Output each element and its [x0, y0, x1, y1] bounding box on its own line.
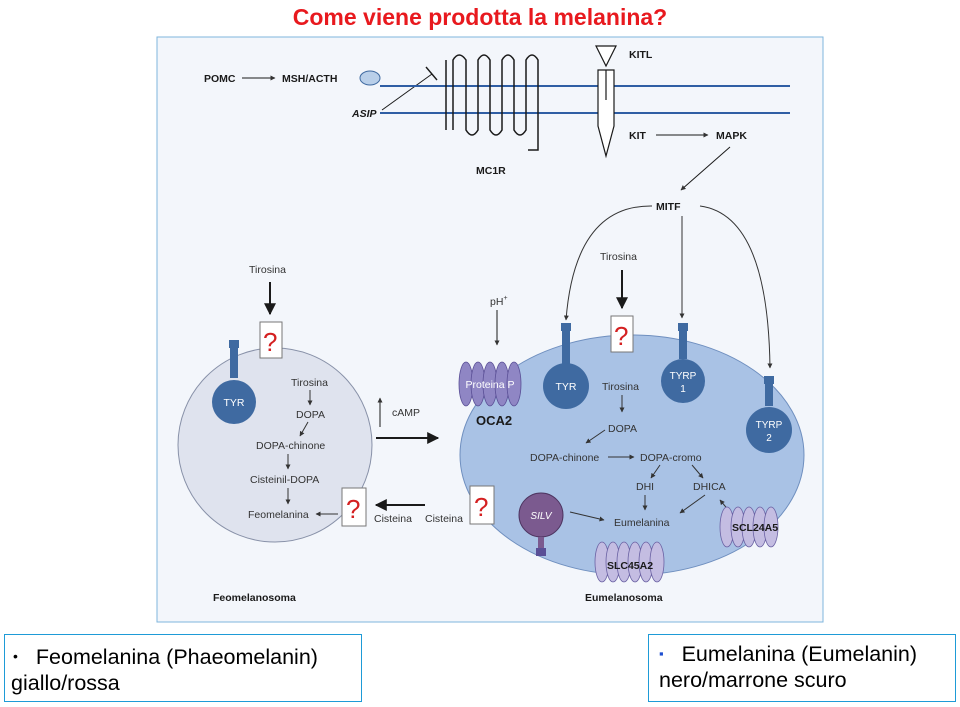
- eu-step-dopa: DOPA: [608, 423, 637, 435]
- scl24a5-transporter: [719, 506, 779, 548]
- tyrp1-anchor: [678, 323, 688, 331]
- oca2-label: OCA2: [476, 413, 512, 428]
- tyrp2-enzyme: [746, 407, 792, 453]
- eu-cysteine-label: Cisteina: [425, 513, 463, 525]
- pheo-step-1: Tirosina: [291, 377, 328, 389]
- eu-arrow-dhica-eumelanina: [679, 494, 706, 514]
- protein-p-label: Proteina P: [465, 379, 514, 391]
- pheo-tyr-stalk: [230, 348, 238, 378]
- pheo-tyr-label: TYR: [224, 397, 245, 409]
- eu-step-dopa-cromo: DOPA-cromo: [640, 452, 702, 464]
- eu-step-dhica: DHICA: [693, 481, 726, 493]
- msh-acth-label: MSH/ACTH: [282, 73, 337, 85]
- eu-cysteine-question-box: [469, 485, 495, 525]
- kitl-label: KITL: [629, 49, 653, 61]
- pheo-step-5: Feomelanina: [248, 509, 309, 521]
- pheo-tyr-enzyme: [212, 380, 256, 424]
- mc1r-label: MC1R: [476, 165, 506, 177]
- pheo-question-box: [259, 321, 283, 359]
- pheo-tyrosine-input: Tirosina: [249, 264, 286, 276]
- eu-question-mark: ?: [614, 321, 628, 351]
- silv-label: SILV: [530, 511, 552, 522]
- eu-arrow-dopa-chinone: [585, 429, 606, 444]
- asip-label: ASIP: [351, 108, 378, 120]
- pheomelanin-name: Feomelanina (Phaeomelanin): [35, 645, 318, 669]
- mc1r-receptor: [445, 54, 539, 151]
- pheo-question-mark: ?: [263, 327, 277, 357]
- asip-inhibit-bar: [425, 66, 438, 81]
- eumelanin-heading: ▪ Eumelanina (Eumelanin): [649, 635, 955, 667]
- pheo-step-4: Cisteinil-DOPA: [250, 474, 319, 486]
- pheo-step-2: DOPA: [296, 409, 325, 421]
- mapk-label: MAPK: [716, 130, 747, 142]
- eu-tyr-label: TYR: [556, 381, 577, 393]
- mitf-to-tyr-arc: [563, 205, 653, 321]
- silv-to-eumelanina: [569, 511, 605, 522]
- protein-p-oca2: [458, 361, 522, 407]
- tyrp2-stalk: [765, 384, 773, 406]
- tyrp1-stalk: [679, 331, 687, 359]
- pheo-cysteine-question-box: [341, 487, 367, 527]
- pheomelanin-color: giallo/rossa: [11, 671, 120, 695]
- tyrp2-anchor: [764, 376, 774, 384]
- eumelanin-color: nero/marrone scuro: [659, 668, 847, 692]
- pomc-label: POMC: [204, 73, 236, 85]
- eu-tyr-enzyme: [543, 363, 589, 409]
- eu-step-eumelanina: Eumelanina: [614, 517, 670, 529]
- kit-receptor: [597, 69, 615, 159]
- mapk-mitf-arrow: [680, 146, 731, 191]
- silv-anchor: [536, 548, 546, 556]
- pheo-cysteine-label: Cisteina: [374, 513, 412, 525]
- eu-tyrosine-input: Tirosina: [600, 251, 637, 263]
- bullet-icon: •: [13, 648, 18, 664]
- eu-step-dhi: DHI: [636, 481, 654, 493]
- pheomelanin-info-box: • Feomelanina (Phaeomelanin) giallo/ross…: [4, 634, 362, 702]
- eu-arrow-cromo-dhica: [691, 464, 704, 479]
- pheo-cysteine-question-mark: ?: [346, 494, 360, 524]
- eu-arrow-cromo-dhi: [650, 464, 661, 479]
- eu-step-tirosina: Tirosina: [602, 381, 639, 393]
- eumelanosome-label: Eumelanosoma: [585, 592, 663, 604]
- msh-ligand: [359, 70, 381, 86]
- square-bullet-icon: ▪: [659, 646, 664, 661]
- slc45a2-label: SLC45A2: [607, 560, 653, 572]
- pheomelanin-heading: • Feomelanina (Phaeomelanin): [5, 635, 361, 670]
- scl24a5-label: SCL24A5: [732, 522, 778, 534]
- eumelanin-name: Eumelanina (Eumelanin): [681, 642, 918, 666]
- tyrp1-enzyme: [661, 359, 705, 403]
- eu-cysteine-question-mark: ?: [474, 492, 488, 522]
- eu-question-box: [610, 315, 634, 353]
- eu-tyr-anchor: [561, 323, 571, 331]
- eu-step-dopa-chinone: DOPA-chinone: [530, 452, 599, 464]
- mitf-label: MITF: [656, 201, 681, 213]
- slc45a2-transporter: [594, 541, 665, 583]
- pheo-step-3: DOPA-chinone: [256, 440, 325, 452]
- mitf-to-tyrp2-arc: [699, 205, 773, 369]
- page-title: Come viene prodotta la melanina?: [292, 4, 668, 30]
- camp-label: cAMP: [392, 407, 420, 419]
- asip-inhibit-line: [381, 73, 433, 111]
- kitl-ligand: [595, 45, 617, 68]
- eu-ph-label: pH+: [490, 295, 508, 308]
- eumelanin-info-box: ▪ Eumelanina (Eumelanin) nero/marrone sc…: [648, 634, 956, 702]
- silv-stalk: [538, 537, 544, 549]
- pheo-tyr-anchor: [229, 340, 239, 348]
- kit-label: KIT: [629, 130, 647, 142]
- eu-tyr-stalk: [562, 331, 570, 365]
- pheo-arrow-2: [299, 421, 309, 437]
- pheomelanosome-label: Feomelanosoma: [213, 592, 296, 604]
